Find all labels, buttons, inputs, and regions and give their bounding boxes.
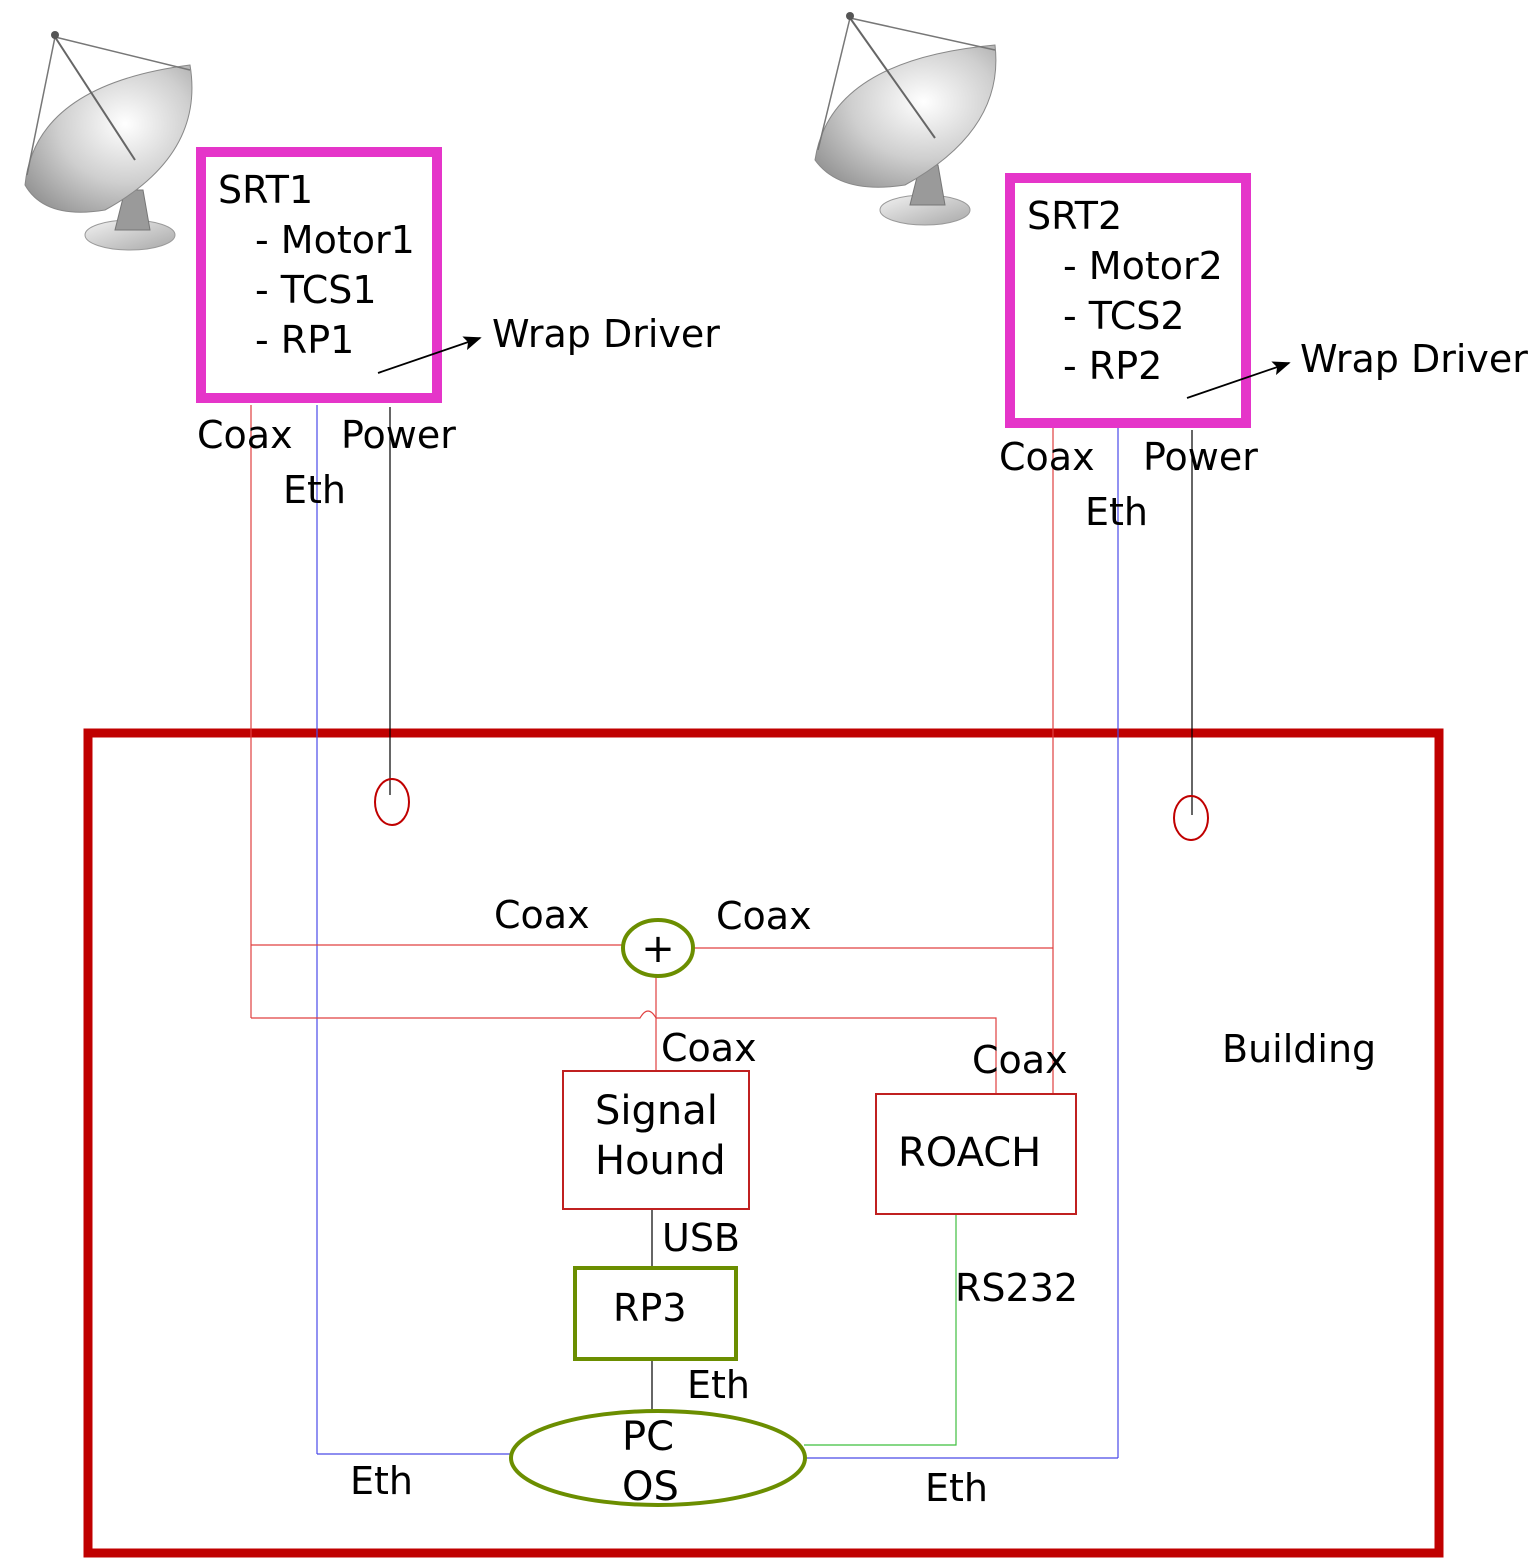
power-label: Power	[341, 413, 456, 457]
rp3-label: RP3	[613, 1286, 687, 1330]
roach-label: ROACH	[898, 1130, 1041, 1176]
eth-label: Eth	[687, 1363, 750, 1407]
coax-label: Coax	[999, 435, 1095, 479]
coax-label: Coax	[494, 893, 590, 937]
coax-label: Coax	[716, 894, 812, 938]
building-label: Building	[1222, 1027, 1376, 1071]
usb-label: USB	[662, 1216, 740, 1260]
coax-label: Coax	[972, 1038, 1068, 1082]
power-connector	[1173, 795, 1209, 841]
satellite-dish-icon	[24, 31, 193, 251]
pc-node	[509, 1409, 807, 1507]
srt2-item: - RP2	[1063, 344, 1162, 388]
srt2-item: - Motor2	[1063, 244, 1223, 288]
coax-label: Coax	[197, 413, 293, 457]
srt2-title: SRT2	[1027, 194, 1122, 238]
srt1-item: - TCS1	[255, 268, 377, 312]
eth-label: Eth	[1085, 490, 1148, 534]
wrap-arrow	[377, 336, 482, 374]
pc-label: PC	[622, 1414, 674, 1460]
srt1-box: SRT1 - Motor1 - TCS1 - RP1	[196, 147, 442, 403]
rs232-cable	[804, 1213, 957, 1446]
wrap-arrow	[1186, 361, 1291, 399]
signal-hound-box	[562, 1070, 750, 1210]
srt1-title: SRT1	[218, 168, 313, 212]
signal-hound-label: Hound	[595, 1138, 726, 1184]
wrap-driver-label: Wrap Driver	[1300, 337, 1528, 381]
srt1-item: - RP1	[255, 318, 354, 362]
signal-hound-label: Signal	[595, 1088, 718, 1134]
coax-label: Coax	[661, 1026, 757, 1070]
eth-label: Eth	[350, 1459, 413, 1503]
satellite-dish-icon	[814, 12, 997, 226]
power-connector	[374, 778, 410, 826]
srt2-item: - TCS2	[1063, 294, 1185, 338]
roach-box	[875, 1093, 1077, 1215]
eth-label: Eth	[283, 468, 346, 512]
srt1-item: - Motor1	[255, 218, 415, 262]
srt2-box: SRT2 - Motor2 - TCS2 - RP2	[1005, 173, 1251, 428]
building-outline	[83, 728, 1444, 1558]
eth-label: Eth	[925, 1466, 988, 1510]
rp3-box	[573, 1266, 738, 1361]
power-label: Power	[1143, 435, 1258, 479]
combiner-symbol: +	[641, 926, 675, 972]
os-label: OS	[622, 1464, 679, 1510]
wrap-driver-label: Wrap Driver	[492, 312, 720, 356]
rs232-label: RS232	[955, 1266, 1078, 1310]
signal-combiner	[621, 918, 695, 978]
